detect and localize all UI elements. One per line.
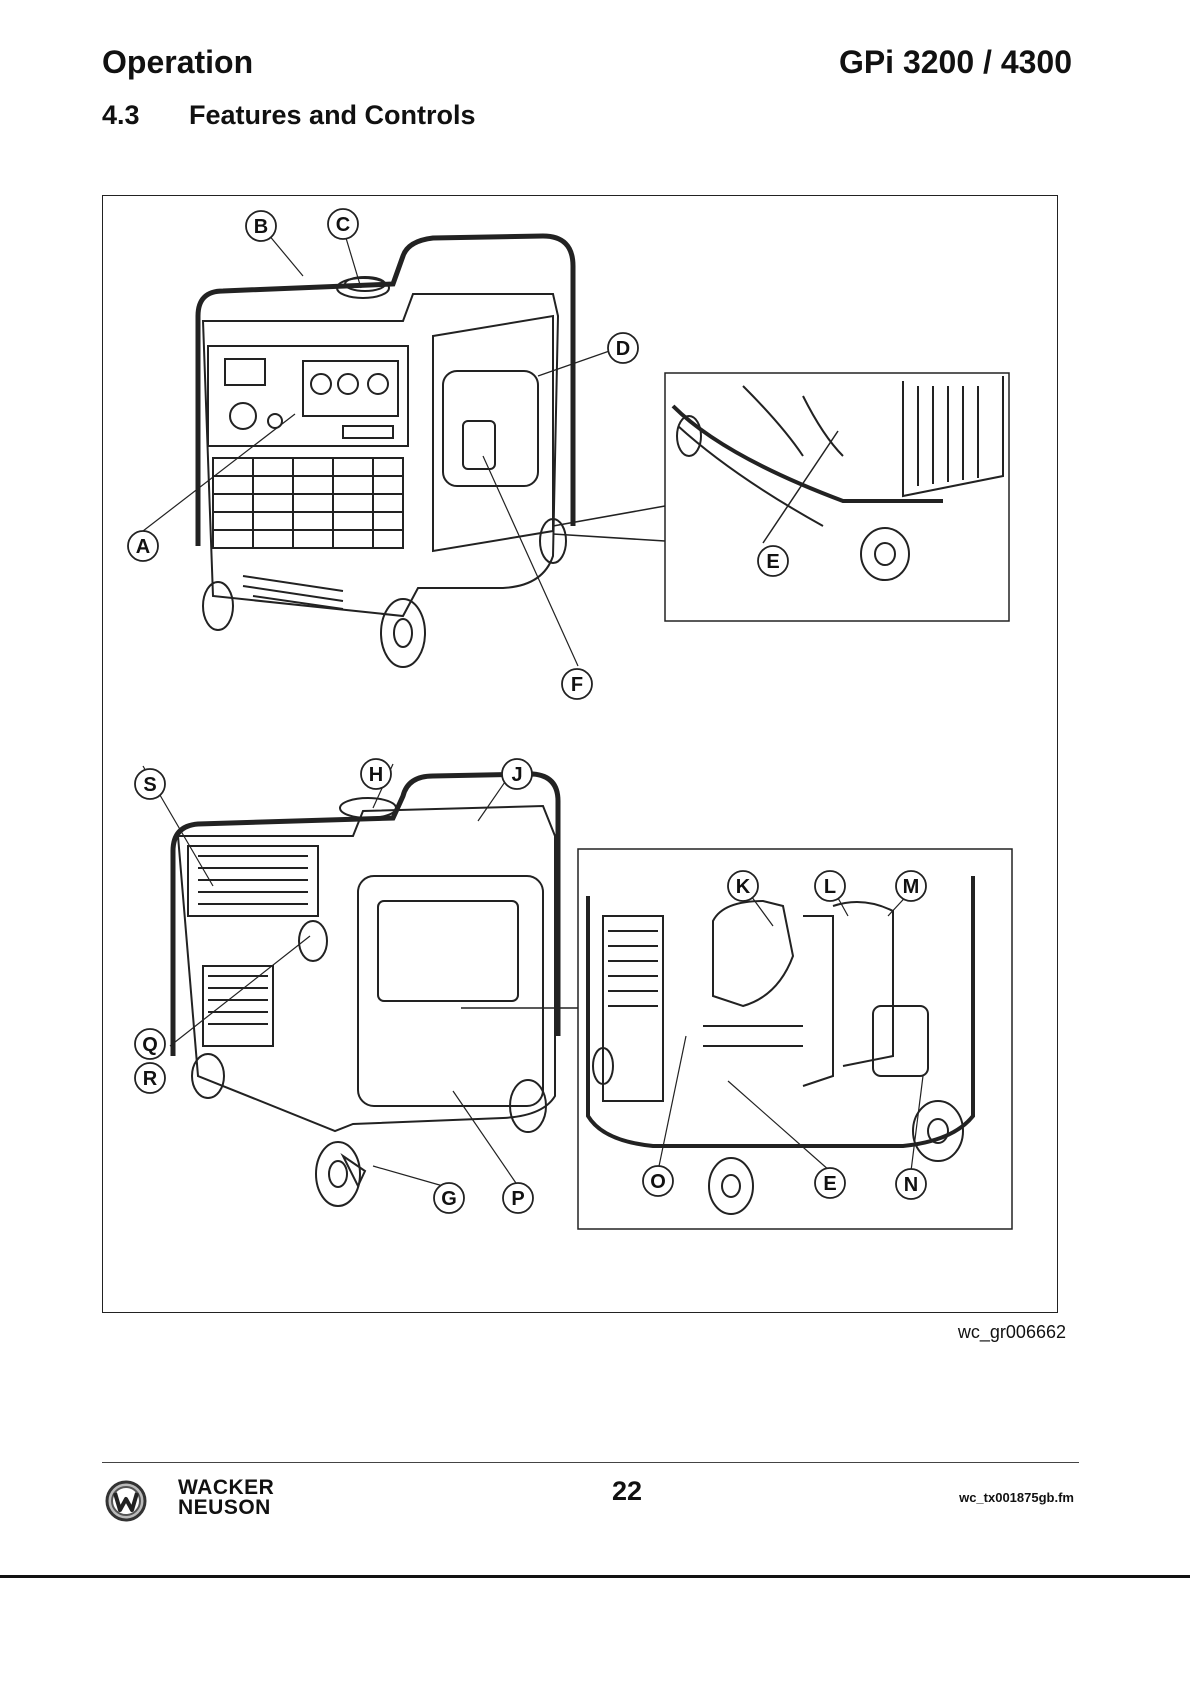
section-number: 4.3	[102, 100, 140, 131]
generator-illustration: A B C D E F G H J K L M N O P QR S E	[103, 196, 1059, 1314]
callout-label-f: F	[571, 674, 583, 696]
callout-label-n: N	[904, 1174, 918, 1196]
inset-top-detail	[553, 373, 1009, 621]
callout-label-m: M	[903, 876, 920, 898]
brand-line-2: NEUSON	[178, 1498, 274, 1518]
callout-label-o: O	[650, 1171, 666, 1193]
callout-leader-lines	[143, 228, 923, 1186]
callout-label-b: B	[254, 216, 268, 238]
generator-rear-drawing	[173, 774, 558, 1206]
header-section-title: Operation	[102, 44, 253, 81]
callout-label-h: H	[369, 764, 383, 786]
callout-label-r: R	[143, 1068, 158, 1090]
source-file-id: wc_tx001875gb.fm	[959, 1490, 1074, 1505]
brand-line-1: WACKER	[178, 1478, 274, 1498]
callout-label-q: Q	[142, 1034, 158, 1056]
callout-label-e2: E	[823, 1173, 836, 1195]
callout-label-s: S	[143, 774, 156, 796]
section-title: Features and Controls	[189, 100, 476, 131]
callout-label-a: A	[136, 536, 150, 558]
callout-label-j: J	[511, 764, 522, 786]
callout-label-e: E	[766, 551, 779, 573]
callout-label-p: P	[511, 1188, 524, 1210]
callout-label-c: C	[336, 214, 350, 236]
callout-label-l: L	[824, 876, 836, 898]
header-model-title: GPi 3200 / 4300	[839, 44, 1072, 81]
footer-divider	[102, 1462, 1079, 1463]
generator-front-drawing	[198, 236, 573, 667]
figure-reference-id: wc_gr006662	[958, 1322, 1066, 1343]
callout-label-k: K	[736, 876, 751, 898]
brand-name: WACKER NEUSON	[178, 1478, 274, 1518]
page-number: 22	[612, 1476, 642, 1507]
callout-label-d: D	[616, 338, 630, 360]
callout-label-g: G	[441, 1188, 457, 1210]
page-bottom-rule	[0, 1575, 1190, 1578]
